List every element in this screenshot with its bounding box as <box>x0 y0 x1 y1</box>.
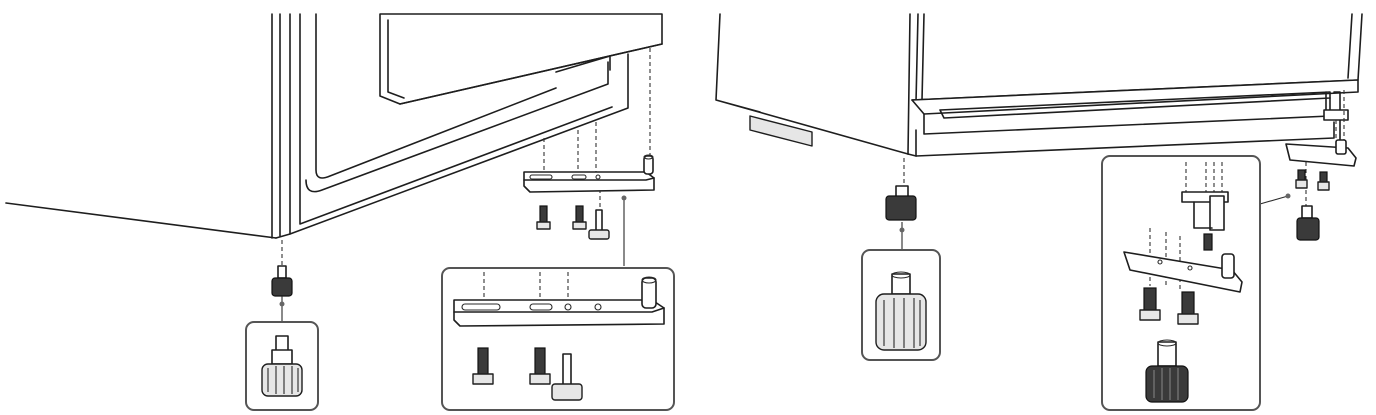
foot-detail-left <box>245 321 319 411</box>
cabinet-bottom-edge <box>5 202 277 239</box>
hinge-detail-left <box>441 267 675 411</box>
leveling-foot <box>885 185 917 221</box>
screw <box>536 205 551 230</box>
screw <box>1317 171 1330 191</box>
screw <box>572 205 587 230</box>
hinge-bracket <box>523 154 655 193</box>
hinge-pin <box>588 209 610 240</box>
right-assembly <box>715 13 1363 250</box>
left-assembly <box>5 13 663 322</box>
screw <box>1295 169 1308 189</box>
leveling-foot <box>1296 205 1320 241</box>
cabinet-base <box>715 13 909 155</box>
cabinet-side-panel <box>271 13 291 239</box>
door-bottom <box>907 13 1363 157</box>
callout-connector <box>1259 195 1289 205</box>
hinge-detail-right <box>1101 155 1261 411</box>
door-corner <box>289 13 663 235</box>
rear-support <box>749 115 813 147</box>
leveling-foot <box>271 265 293 297</box>
foot-detail-right <box>861 249 941 361</box>
hinge-bracket <box>1285 139 1357 167</box>
